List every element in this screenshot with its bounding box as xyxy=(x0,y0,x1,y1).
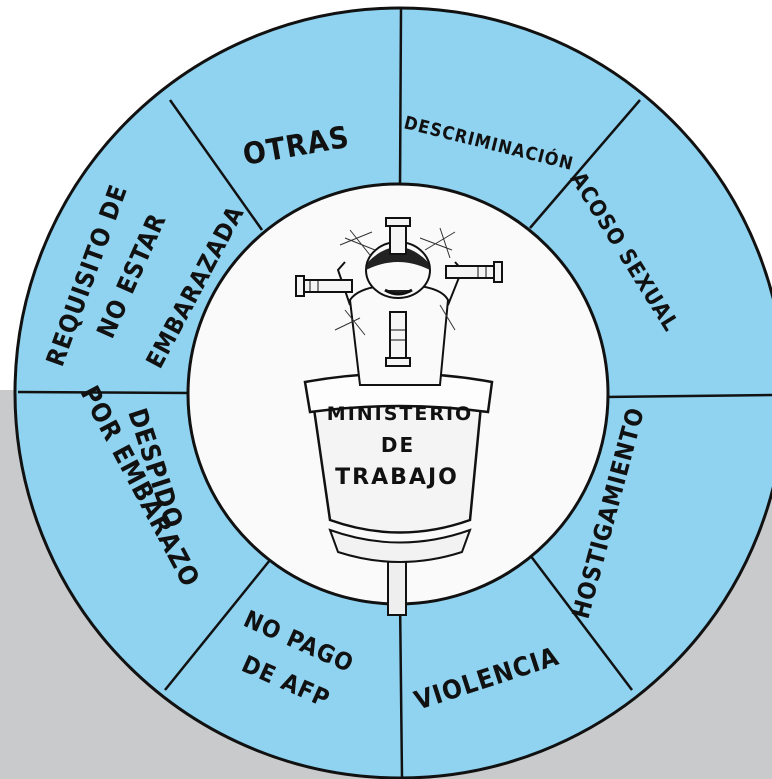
pot-label-de: DE xyxy=(381,433,415,457)
binocular-top xyxy=(385,217,411,255)
ministry-illustration: MINISTERIO DE TRABAJO xyxy=(295,217,503,616)
binocular-right xyxy=(445,261,503,283)
pot-saucer xyxy=(328,528,472,563)
pot-label-ministerio: MINISTERIO xyxy=(327,403,473,425)
pot-label-trabajo: TRABAJO xyxy=(335,465,459,490)
wheel-spokes xyxy=(17,7,772,779)
binocular-down xyxy=(385,311,411,367)
binocular-left xyxy=(295,275,353,297)
pot-body xyxy=(310,393,484,534)
